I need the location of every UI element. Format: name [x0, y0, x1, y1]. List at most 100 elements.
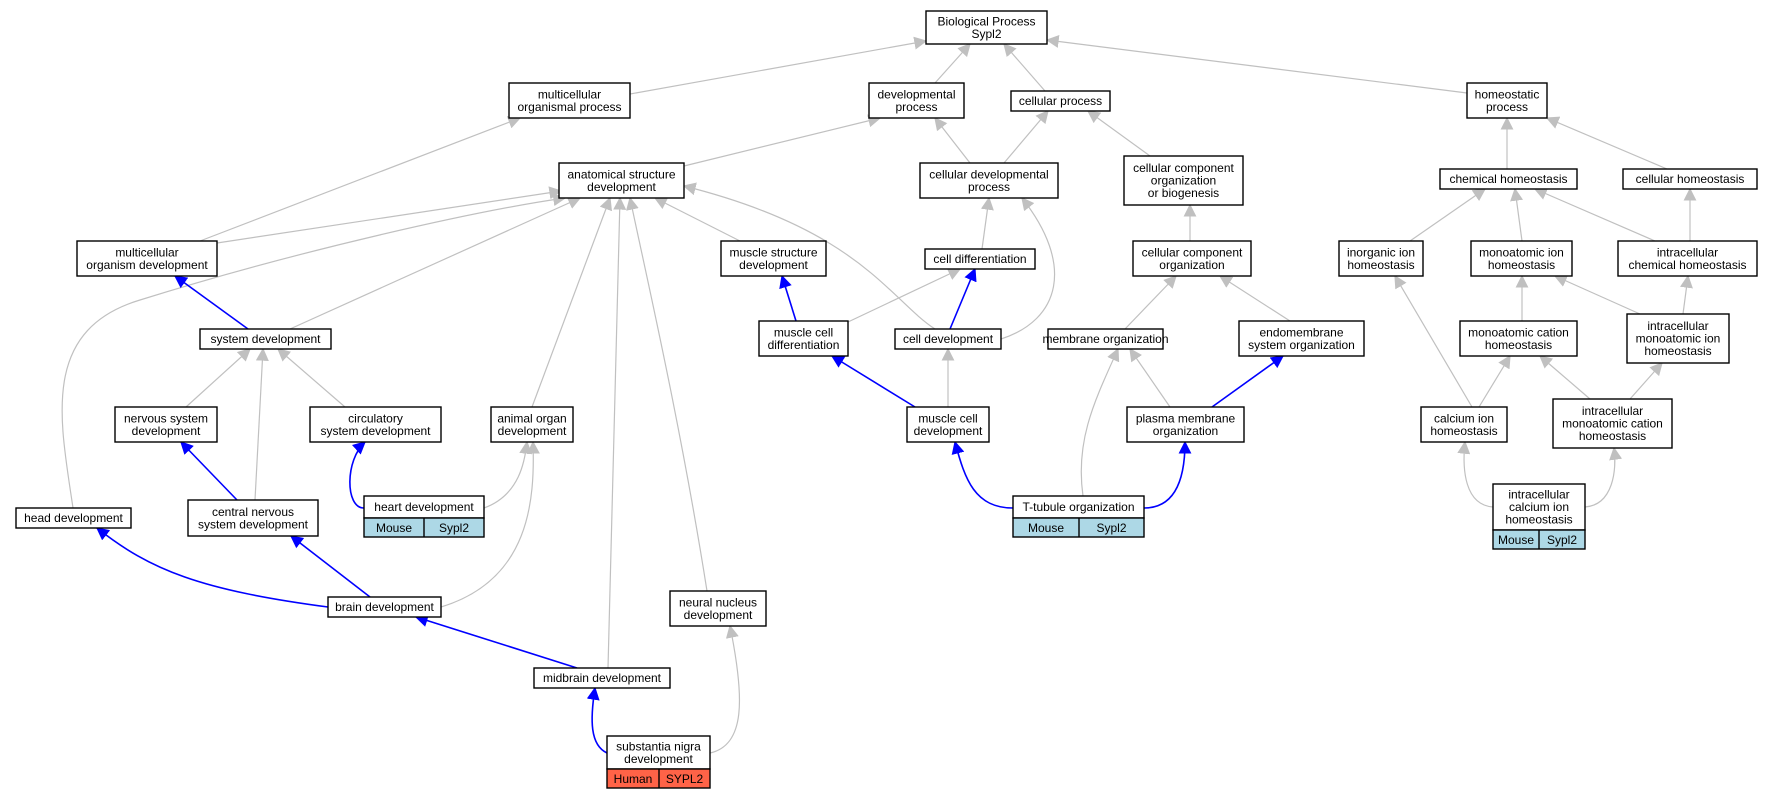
gene-label: SYPL2 — [666, 772, 704, 786]
node-box — [1420, 406, 1508, 443]
node-label-line: development — [587, 180, 656, 194]
node-box — [906, 406, 990, 443]
edge-midd-to-asd — [607, 196, 627, 669]
node-label-line: intracellular — [1657, 245, 1718, 259]
node-label-line: organization — [1151, 174, 1216, 188]
node-label-line: system development — [320, 424, 431, 438]
node-celldev[interactable]: cell development — [894, 328, 1002, 350]
node-label-line: organization — [1159, 258, 1224, 272]
node-label-line: calcium ion — [1509, 500, 1569, 514]
edge-icih-to-cih — [1457, 440, 1494, 508]
node-label-line: cellular developmental — [929, 167, 1048, 181]
node-label-line: central nervous — [212, 505, 294, 519]
node-label-line: cellular component — [1133, 161, 1234, 175]
node-cdiff[interactable]: cell differentiation — [924, 248, 1036, 270]
node-label-line: heart development — [374, 500, 474, 514]
node-braind[interactable]: brain development — [327, 596, 442, 618]
edge-celldev-to-cdp — [1000, 196, 1056, 340]
node-label-line: organization — [1153, 424, 1218, 438]
node-chh[interactable]: chemical homeostasis — [1439, 168, 1578, 190]
node-box — [1123, 155, 1244, 206]
node-label-line: development — [498, 424, 567, 438]
node-label-line: chemical homeostasis — [1628, 258, 1746, 272]
edge-icih-to-imch — [1584, 446, 1623, 508]
node-label-line: intracellular — [1647, 319, 1708, 333]
node-celh[interactable]: cellular homeostasis — [1622, 168, 1758, 190]
node-label-line: brain development — [335, 600, 434, 614]
edge-mih-to-chh — [1510, 187, 1524, 242]
node-label-line: plasma membrane — [1136, 411, 1236, 425]
node-label-line: or biogenesis — [1148, 186, 1219, 200]
node-box — [868, 82, 965, 119]
node-mo[interactable]: membrane organization — [1042, 328, 1169, 350]
node-headd[interactable]: head development — [15, 507, 132, 529]
node-box — [720, 240, 827, 277]
edge-tto-to-mo — [1080, 347, 1120, 497]
edges-layer — [61, 35, 1697, 754]
edge-celh-to-hp — [1545, 116, 1668, 170]
node-label-line: organismal process — [517, 100, 621, 114]
node-label-line: neural nucleus — [679, 595, 757, 609]
edge-mod-to-asd — [216, 186, 563, 244]
node-box — [309, 406, 442, 443]
gene-label: Sypl2 — [1096, 521, 1126, 535]
node-box — [1617, 240, 1758, 277]
edge-tto-to-pmo — [1143, 440, 1192, 509]
edge-midd-to-braind — [414, 614, 578, 669]
node-box — [1132, 240, 1252, 277]
node-box — [1238, 320, 1365, 357]
node-label-line: homeostasis — [1488, 258, 1555, 272]
node-box — [758, 320, 849, 357]
node-label-line: muscle structure — [729, 245, 817, 259]
node-label-line: homeostatic — [1475, 87, 1540, 101]
node-box — [1470, 240, 1573, 277]
node-sd[interactable]: system development — [199, 328, 332, 350]
node-box — [1459, 320, 1578, 357]
node-midd[interactable]: midbrain development — [533, 667, 671, 689]
node-label-line: intracellular — [1582, 404, 1643, 418]
species-label: Mouse — [1498, 533, 1534, 547]
edge-heartd-to-csd — [349, 441, 366, 509]
species-label: Human — [614, 772, 653, 786]
node-label-line: cell development — [903, 332, 994, 346]
node-label-line: endomembrane — [1259, 325, 1343, 339]
node-label-line: nervous system — [124, 411, 208, 425]
node-cp[interactable]: cellular process — [1010, 90, 1111, 112]
node-label-line: intracellular — [1508, 488, 1569, 502]
node-box — [1047, 328, 1164, 350]
node-box — [606, 735, 711, 770]
edge-mod-to-mop — [199, 116, 522, 242]
